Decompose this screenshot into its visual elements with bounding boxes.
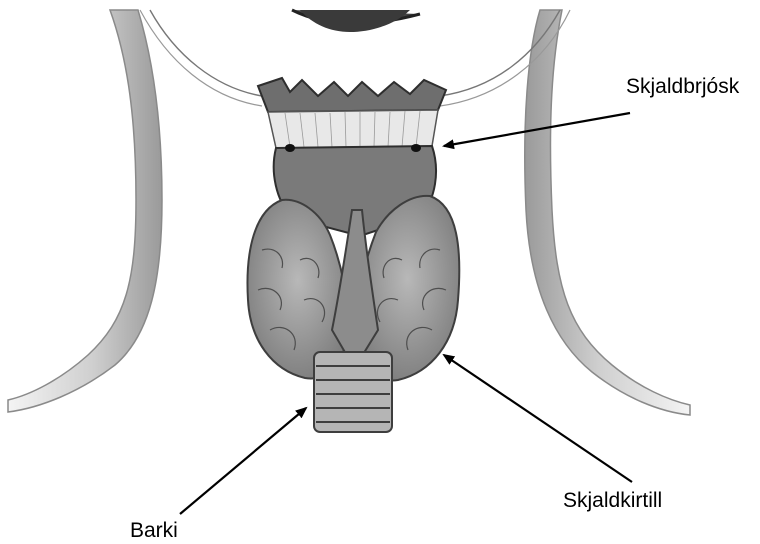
chin-shape: [300, 10, 410, 32]
thyrohyoid-membrane: [268, 110, 438, 148]
cartilage-notch-left: [285, 144, 295, 152]
neck-left-contour: [8, 10, 162, 412]
label-thyroid-cartilage: Skjaldbrjósk: [626, 76, 739, 97]
label-thyroid-gland: Skjaldkirtill: [563, 490, 662, 511]
trachea: [314, 352, 392, 432]
neck-right-contour: [525, 10, 690, 415]
cartilage-notch-right: [411, 144, 421, 152]
hyoid-bone: [258, 78, 446, 112]
arrow-trachea: [180, 408, 306, 514]
label-trachea: Barki: [130, 520, 178, 541]
membrane-line-left: [150, 10, 262, 96]
